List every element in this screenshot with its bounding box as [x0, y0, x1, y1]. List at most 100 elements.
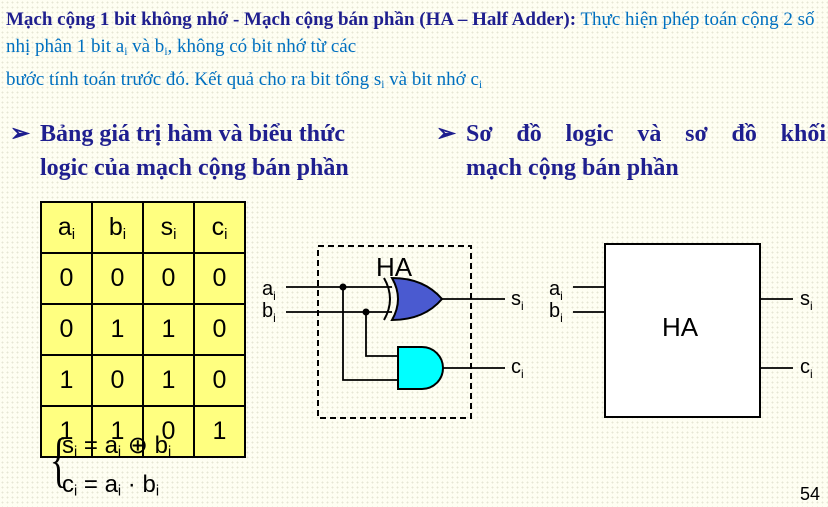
block-input-a-label: ai	[549, 278, 563, 303]
table-cell: 1	[91, 405, 144, 458]
formula-brace: {	[50, 427, 68, 493]
ha-boundary-box	[317, 245, 472, 419]
sub: i	[122, 225, 127, 243]
label-base: b	[549, 300, 560, 322]
sub: i	[164, 45, 168, 58]
header-cell: ai	[40, 201, 93, 254]
bullet-right-line1: Sơ đồ logic và sơ đồ khối	[466, 121, 826, 147]
table-header-row: ai bi si ci	[40, 201, 246, 254]
and-operator: ·	[127, 470, 136, 498]
truth-table: ai bi si ci 0 0 0 0 0 1 1 0 1 0 1 0 1 1 …	[40, 201, 246, 458]
title-desc-2: và b	[127, 36, 165, 57]
label-base: c	[800, 356, 810, 378]
sub: i	[810, 299, 813, 313]
input-a-label: ai	[262, 278, 276, 303]
formulas: si = ai ⊕ bi ci = ai · bi	[62, 430, 171, 507]
label-base: c	[511, 356, 521, 378]
bullet-left-line1: Bảng giá trị hàm và biểu thức	[40, 121, 346, 147]
header-base: b	[108, 212, 123, 241]
table-cell: 0	[193, 354, 246, 407]
wire-a-to-and	[342, 287, 398, 381]
and-gate	[397, 346, 444, 390]
header-base: c	[211, 212, 225, 241]
sub: i	[273, 289, 276, 303]
sub: i	[521, 299, 524, 313]
title-desc-4: bước tính toán trước đó. Kết quả cho ra …	[6, 68, 382, 90]
formula-eq: =	[83, 470, 98, 498]
ha-block	[604, 243, 761, 418]
ha-label-logic: HA	[376, 252, 413, 282]
table-row: 0 0 0 0	[40, 252, 246, 305]
formula-term: s	[62, 432, 74, 459]
sub: i	[167, 444, 172, 461]
block-output-c-label: ci	[800, 356, 813, 381]
formula-term: b	[142, 470, 156, 498]
sub: i	[117, 483, 122, 500]
sub: i	[273, 311, 276, 325]
table-cell: 1	[142, 354, 195, 407]
table-cell: 0	[142, 252, 195, 305]
title-desc-3: , không có bit nhớ từ các	[167, 36, 357, 57]
table-cell: 0	[40, 303, 93, 356]
xor-extra-arc	[383, 277, 391, 321]
table-cell: 0	[193, 303, 246, 356]
formula-sum: si = ai ⊕ bi	[62, 430, 171, 469]
sub: i	[71, 225, 76, 243]
header-cell: si	[142, 201, 195, 254]
formula-carry: ci = ai · bi	[62, 469, 171, 507]
sub: i	[560, 289, 563, 303]
wire-b-to-and	[365, 312, 398, 357]
formula-term: a	[104, 470, 118, 498]
block-input-b-label: bi	[549, 300, 563, 325]
table-row: 0 1 1 0	[40, 303, 246, 356]
formula-term: a	[104, 432, 118, 459]
sub: i	[381, 78, 385, 91]
table-cell: 1	[193, 405, 246, 458]
table-cell: 0	[91, 252, 144, 305]
header-cell: bi	[91, 201, 144, 254]
block-output-s-label: si	[800, 288, 813, 313]
bullet-right-line2: mạch cộng bán phần	[466, 155, 679, 181]
bullet-arrow-icon: ➢	[10, 121, 31, 147]
header-base: a	[57, 212, 72, 241]
output-c-label: ci	[511, 356, 524, 381]
label-base: a	[262, 278, 274, 300]
sub: i	[74, 444, 78, 461]
table-cell: 1	[40, 405, 93, 458]
title-desc-5: và bit nhớ c	[384, 68, 479, 90]
sub: i	[173, 225, 177, 243]
title-desc-1: Thực hiện phép toán cộng 2 số nhị phân 1…	[6, 9, 815, 57]
table-cell: 0	[142, 405, 195, 458]
table-cell: 0	[193, 252, 246, 305]
header-base: s	[160, 212, 174, 241]
formula-term: b	[154, 432, 168, 459]
bullet-arrow-icon: ➢	[436, 121, 457, 147]
sub: i	[74, 483, 78, 500]
label-base: s	[511, 288, 521, 310]
ha-label-block: HA	[662, 312, 699, 342]
slide-title: Mạch cộng 1 bit không nhớ - Mạch cộng bá…	[6, 6, 826, 99]
title-heading: Mạch cộng 1 bit không nhớ - Mạch cộng bá…	[6, 9, 577, 30]
sub: i	[810, 367, 813, 381]
table-row: 1 1 0 1	[40, 405, 246, 458]
sub: i	[560, 311, 563, 325]
sub: i	[124, 45, 128, 58]
bullet-left-line2: logic của mạch cộng bán phần	[40, 155, 349, 181]
xor-operator: ⊕	[127, 432, 148, 459]
label-base: a	[549, 278, 561, 300]
output-s-label: si	[511, 288, 524, 313]
table-cell: 0	[91, 354, 144, 407]
sub: i	[224, 225, 228, 243]
input-b-label: bi	[262, 300, 276, 325]
label-base: b	[262, 300, 273, 322]
sub: i	[478, 78, 483, 91]
sub: i	[155, 483, 160, 500]
title-desc-line2: bước tính toán trước đó. Kết quả cho ra …	[6, 66, 826, 99]
table-cell: 1	[40, 354, 93, 407]
header-cell: ci	[193, 201, 246, 254]
formula-term: c	[62, 470, 74, 498]
sub: i	[117, 444, 122, 461]
table-cell: 1	[91, 303, 144, 356]
sub: i	[521, 367, 524, 381]
